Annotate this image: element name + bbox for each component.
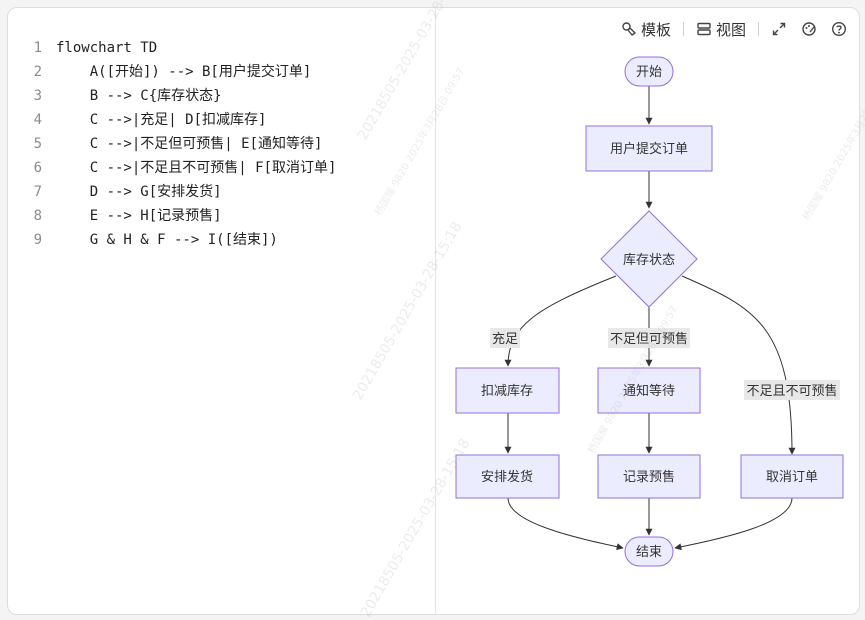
code-line[interactable]: 1 flowchart TD — [8, 36, 158, 60]
expand-icon — [771, 21, 787, 37]
node-arrange-shipping-label: 安排发货 — [481, 469, 533, 485]
node-record-presale[interactable]: 记录预售 — [597, 454, 701, 499]
edge-cancel-end — [674, 497, 793, 551]
code-line[interactable]: 2 A([开始]) --> B[用户提交订单] — [8, 60, 312, 84]
edge-label-bg — [744, 380, 840, 400]
edge-label-bg — [608, 328, 690, 348]
preview-toolbar: 模板 视图 — [621, 18, 847, 40]
theme-button[interactable] — [801, 18, 817, 40]
node-deduct-stock[interactable]: 扣减库存 — [455, 367, 560, 414]
expand-button[interactable] — [771, 18, 787, 40]
flowchart-diagram: 充足 不足但可预售 不足且不可预售 开始 用户提交订单 库存状态 扣减库存 — [455, 56, 844, 567]
node-inventory-decision-label: 库存状态 — [623, 252, 675, 268]
code-line[interactable]: 5 C -->|不足但可预售| E[通知等待] — [8, 132, 323, 156]
node-end[interactable]: 结束 — [624, 536, 674, 567]
edge-label-sufficient: 充足 — [492, 331, 518, 347]
code-text: D --> G[安排发货] — [56, 184, 222, 200]
node-submit-order-label: 用户提交订单 — [610, 141, 688, 157]
code-line[interactable]: 3 B --> C{库存状态} — [8, 84, 222, 108]
template-label: 模板 — [640, 21, 671, 39]
mermaid-editor-card: 1 flowchart TD 2 A([开始]) --> B[用户提交订单] 3 … — [7, 7, 860, 615]
node-arrange-shipping[interactable]: 安排发货 — [455, 454, 560, 499]
toolbar-divider — [758, 22, 759, 36]
node-submit-order[interactable]: 用户提交订单 — [585, 125, 713, 172]
node-start-label: 开始 — [636, 65, 662, 80]
line-number: 6 — [33, 160, 42, 176]
edge-decision-cancel — [681, 275, 796, 455]
node-notify-wait[interactable]: 通知等待 — [597, 367, 701, 414]
view-button[interactable]: 视图 — [696, 18, 746, 40]
code-text: flowchart TD — [56, 40, 158, 56]
line-number: 7 — [33, 184, 42, 200]
code-line[interactable]: 9 G & H & F --> I([结束]) — [8, 228, 278, 252]
theme-icon — [801, 21, 817, 37]
line-number: 3 — [33, 88, 42, 104]
node-notify-wait-label: 通知等待 — [623, 383, 675, 399]
code-text: B --> C{库存状态} — [56, 88, 222, 104]
toolbar-divider — [682, 22, 684, 36]
code-text: C -->|不足但可预售| E[通知等待] — [56, 136, 323, 152]
template-button[interactable]: 模板 — [621, 18, 671, 40]
edge-ship-end — [507, 497, 624, 551]
node-record-presale-label: 记录预售 — [623, 469, 675, 485]
line-number: 2 — [33, 64, 42, 80]
code-line[interactable]: 6 C -->|不足且不可预售| F[取消订单] — [8, 156, 337, 180]
line-number: 8 — [33, 208, 42, 224]
node-cancel-order[interactable]: 取消订单 — [740, 454, 844, 499]
diagram-preview: 模板 视图 — [436, 8, 859, 614]
help-button[interactable] — [831, 18, 847, 40]
line-number: 5 — [33, 136, 42, 152]
code-text: E --> H[记录预售] — [56, 208, 222, 224]
node-start[interactable]: 开始 — [624, 56, 674, 87]
node-cancel-order-label: 取消订单 — [766, 470, 818, 485]
template-icon — [621, 21, 637, 37]
code-line[interactable]: 7 D --> G[安排发货] — [8, 180, 222, 204]
line-number: 9 — [33, 232, 42, 248]
code-line[interactable]: 8 E --> H[记录预售] — [8, 204, 222, 228]
edge-label-presale: 不足但可预售 — [610, 331, 688, 347]
code-text: C -->|充足| D[扣减库存] — [56, 112, 267, 128]
edge-label-bg — [490, 328, 520, 348]
node-deduct-stock-label: 扣减库存 — [481, 383, 533, 399]
node-inventory-decision[interactable]: 库存状态 — [600, 210, 698, 308]
view-label: 视图 — [715, 21, 746, 39]
node-end-label: 结束 — [636, 545, 662, 560]
edge-label-no-presale: 不足且不可预售 — [746, 383, 837, 399]
code-text: G & H & F --> I([结束]) — [56, 232, 278, 248]
code-editor[interactable]: 1 flowchart TD 2 A([开始]) --> B[用户提交订单] 3 … — [8, 8, 436, 614]
line-number: 1 — [33, 40, 42, 56]
code-text: C -->|不足且不可预售| F[取消订单] — [56, 160, 337, 176]
code-line[interactable]: 4 C -->|充足| D[扣减库存] — [8, 108, 267, 132]
code-text: A([开始]) --> B[用户提交订单] — [56, 64, 312, 80]
edge-decision-deduct — [504, 275, 617, 367]
help-icon — [831, 21, 847, 37]
line-number: 4 — [33, 112, 42, 128]
view-icon — [696, 21, 712, 37]
